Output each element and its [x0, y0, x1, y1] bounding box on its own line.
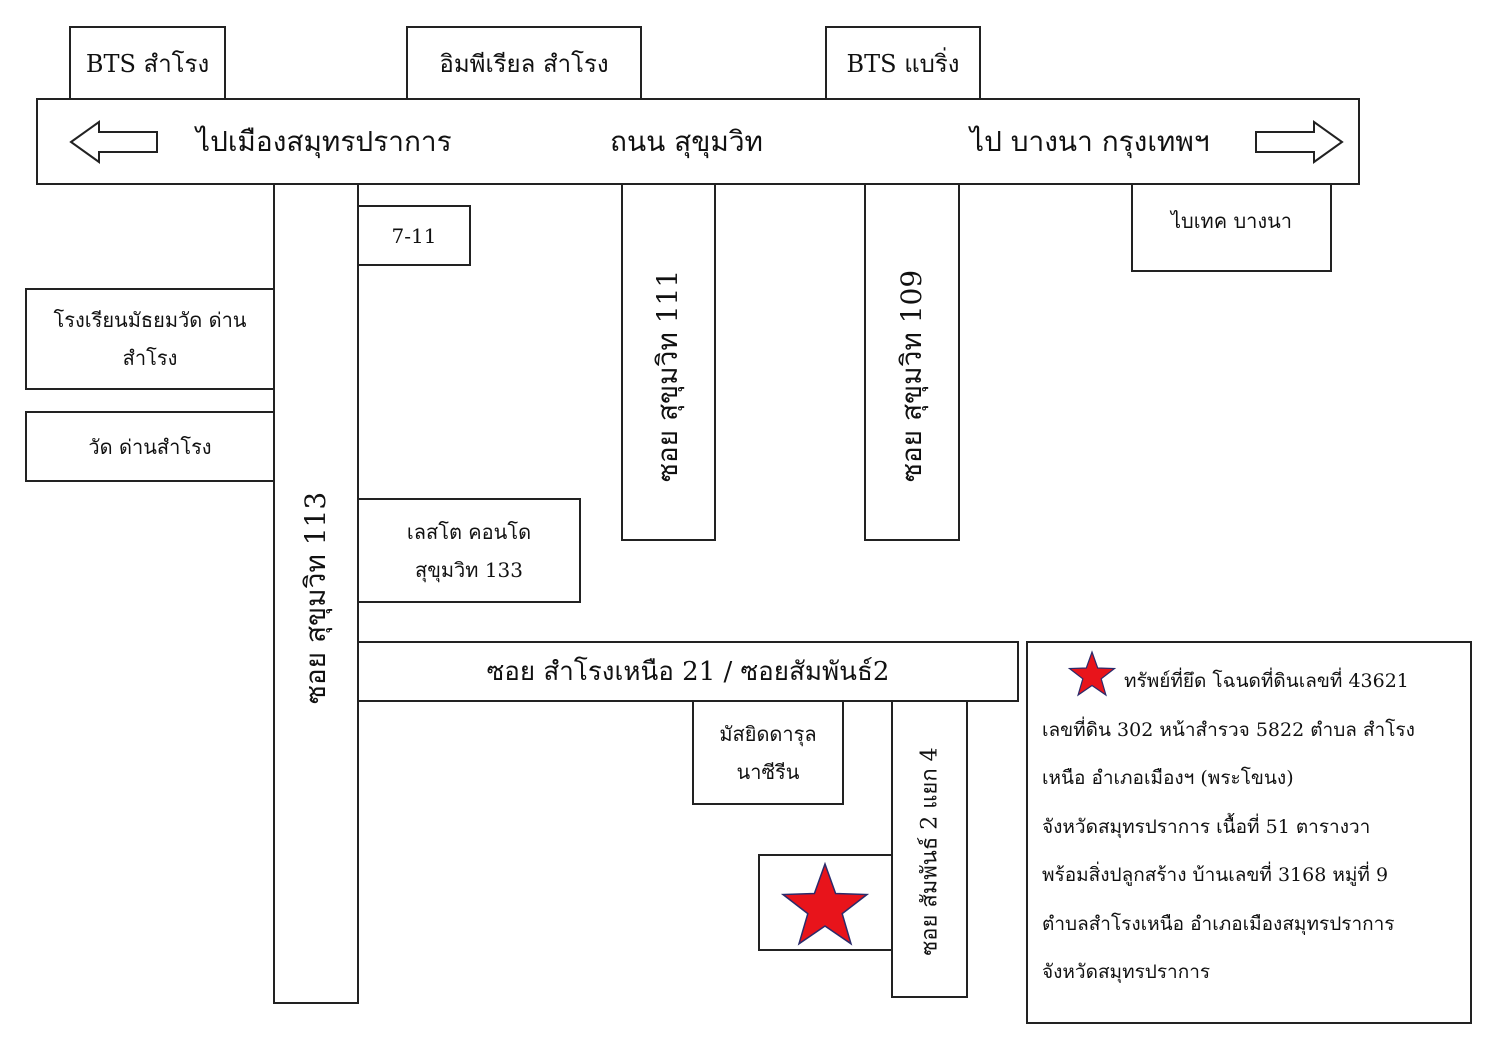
soi-sukhumvit-109-road — [864, 183, 960, 541]
to-bangna-bangkok-label: ไป บางนา กรุงเทพฯ — [970, 125, 1210, 158]
property-info-line5: พร้อมสิ่งปลูกสร้าง บ้านเลขที่ 3168 หมู่ท… — [1042, 864, 1389, 886]
property-info-line3: เหนือ อำเภอเมืองฯ (พระโขนง) — [1042, 767, 1294, 789]
property-info-star-icon — [1067, 650, 1117, 697]
property-info-line2: เลขที่ดิน 302 หน้าสำรวจ 5822 ตำบล สำโรง — [1042, 718, 1415, 741]
bitec-bangna-label: ไบเทค บางนา — [1170, 209, 1293, 233]
property-location-box — [758, 854, 893, 951]
school-label-line2: สำโรง — [122, 346, 178, 370]
seven-eleven-box: 7-11 — [357, 205, 471, 266]
soi-sukhumvit-111-road — [621, 183, 716, 541]
mosque-box: มัสยิดดารุล นาซีรีน — [692, 700, 844, 805]
sukhumvit-road-label: ถนน สุขุมวิท — [610, 125, 764, 158]
condo-label-line1: เลสโต คอนโด — [406, 519, 532, 544]
seven-eleven-label: 7-11 — [391, 223, 437, 248]
school-label-line1: โรงเรียนมัธยมวัด ด่าน — [53, 308, 247, 332]
to-samut-prakan-label: ไปเมืองสมุทรปราการ — [196, 125, 452, 158]
soi-sampan-2-yaek-4-label: ซอย สัมพันธ์ 2 แยก 4 — [917, 747, 943, 956]
property-info-line7: จังหวัดสมุทรปราการ — [1042, 961, 1211, 983]
bts-samrong-box: BTS สำโรง — [69, 26, 226, 100]
bts-samrong-label: BTS สำโรง — [85, 49, 210, 78]
property-info-line1: ทรัพย์ที่ยึด โฉนดที่ดินเลขที่ 43621 — [1042, 657, 1460, 706]
mosque-label-line2: นาซีรีน — [736, 759, 800, 784]
property-info-text-1: ทรัพย์ที่ยึด โฉนดที่ดินเลขที่ 43621 — [1124, 670, 1409, 692]
property-info-line6: ตำบลสำโรงเหนือ อำเภอเมืองสมุทรปราการ — [1042, 912, 1395, 935]
soi-sukhumvit-111-label: ซอย สุขุมวิท 111 — [651, 269, 684, 483]
soi-sukhumvit-113-road — [273, 183, 359, 1004]
bts-bearing-box: BTS แบริ่ง — [825, 26, 981, 100]
bitec-bangna-box: ไบเทค บางนา — [1131, 183, 1332, 272]
soi-samrong-nuea-21-road: ซอย สำโรงเหนือ 21 / ซอยสัมพันธ์2 — [357, 641, 1019, 702]
property-info-line4: จังหวัดสมุทรปราการ เนื้อที่ 51 ตารางวา — [1042, 815, 1371, 838]
mosque-label-line1: มัสยิดดารุล — [719, 721, 817, 746]
sukhumvit-road: ไปเมืองสมุทรปราการ ถนน สุขุมวิท ไป บางนา… — [36, 98, 1360, 185]
temple-box: วัด ด่านสำโรง — [25, 411, 275, 482]
soi-samrong-nuea-21-label: ซอย สำโรงเหนือ 21 / ซอยสัมพันธ์2 — [486, 657, 890, 687]
condo-label-line2: สุขุมวิท 133 — [414, 557, 523, 582]
property-star-icon — [780, 861, 870, 946]
temple-label: วัด ด่านสำโรง — [88, 434, 212, 459]
soi-sukhumvit-109-label: ซอย สุขุมวิท 109 — [895, 269, 928, 483]
imperial-samrong-box: อิมพีเรียล สำโรง — [406, 26, 642, 100]
arrow-right-icon — [1255, 120, 1344, 164]
soi-sukhumvit-113-label: ซอย สุขุมวิท 113 — [299, 491, 332, 705]
arrow-left-icon — [69, 120, 158, 164]
soi-sampan-2-yaek-4-road — [891, 700, 968, 998]
school-box: โรงเรียนมัธยมวัด ด่าน สำโรง — [25, 288, 275, 390]
bts-bearing-label: BTS แบริ่ง — [846, 49, 960, 78]
imperial-samrong-label: อิมพีเรียล สำโรง — [439, 49, 609, 78]
property-info-box: ทรัพย์ที่ยึด โฉนดที่ดินเลขที่ 43621 เลขท… — [1026, 641, 1472, 1024]
condo-box: เลสโต คอนโด สุขุมวิท 133 — [357, 498, 581, 603]
